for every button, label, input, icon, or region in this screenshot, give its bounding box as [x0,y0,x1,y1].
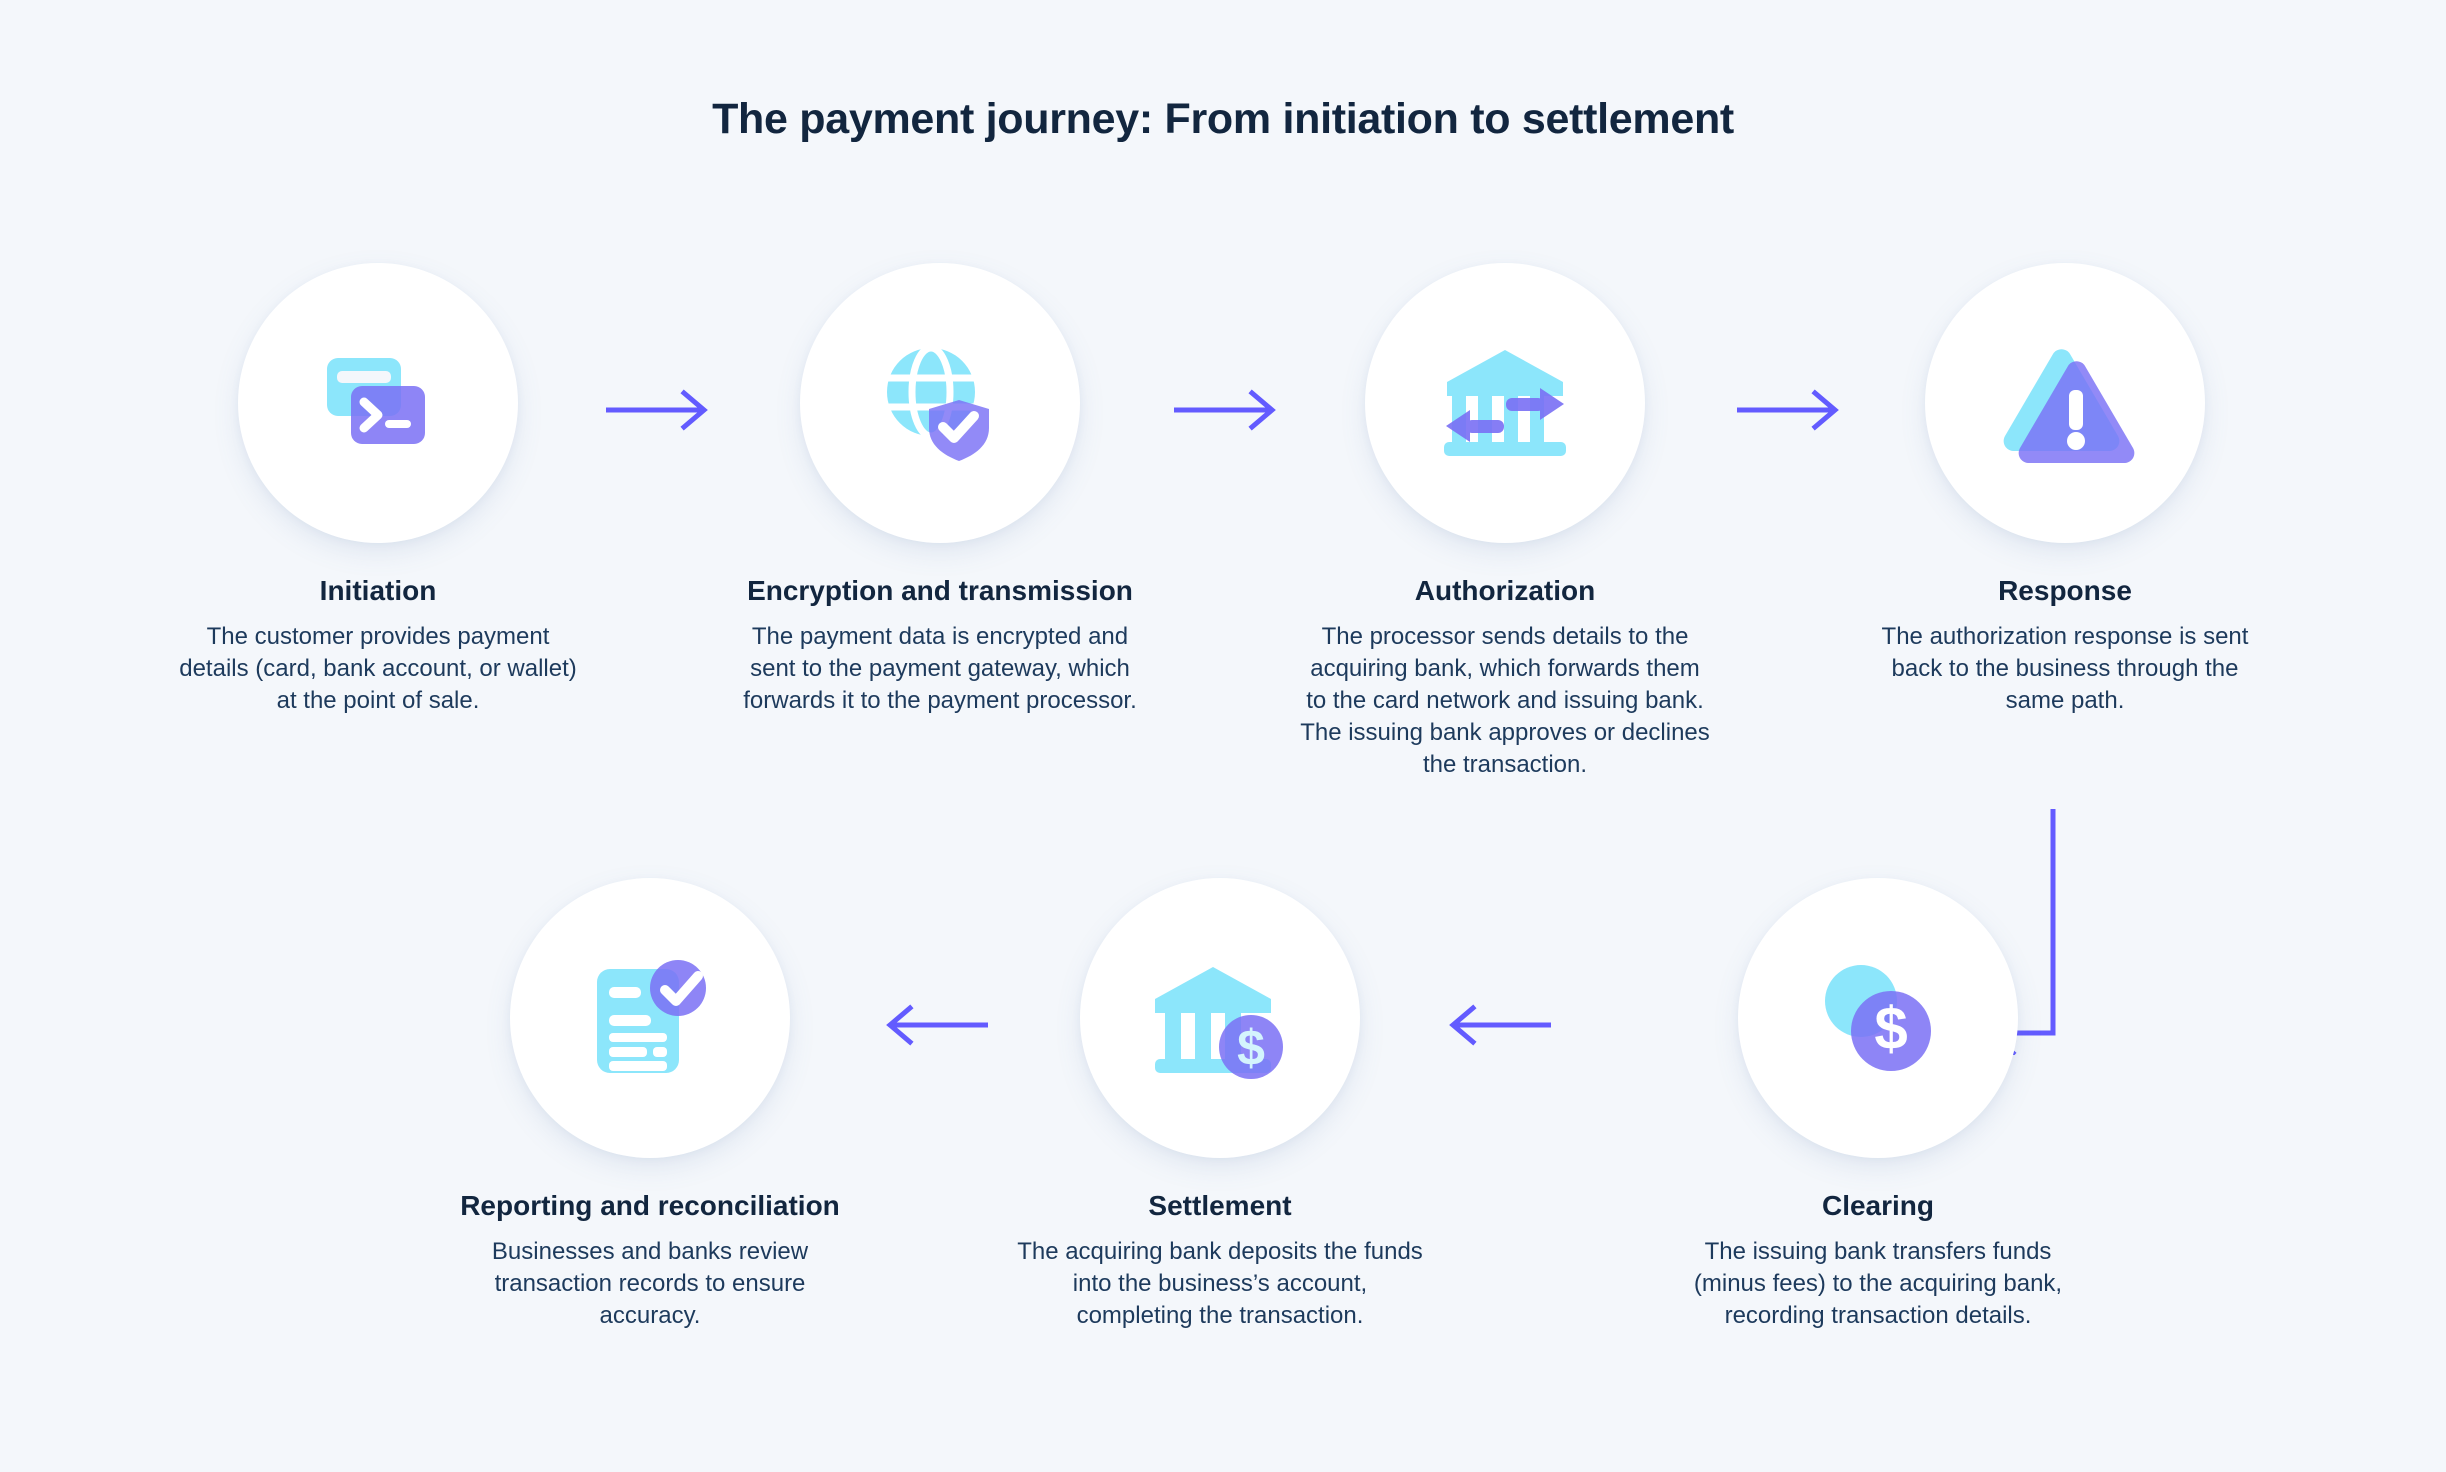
arrow-left-icon [886,1004,988,1046]
step-card-authorization: Authorization The processor sends detail… [1285,263,1725,781]
step-card-clearing: $ Clearing The issuing bank transfers fu… [1658,878,2098,1332]
arrow-authorization-to-response [1735,385,1845,435]
arrow-clearing-to-settlement [1443,1000,1553,1050]
warning-triangle-icon [2003,349,2135,463]
step-label: Authorization [1414,575,1596,606]
step-label: Initiation [319,575,437,606]
step-label: Reporting and reconciliation [460,1190,840,1221]
document-check-icon [597,960,706,1073]
step-icon-circle: $ [1080,878,1360,1158]
step-description: The acquiring bank deposits the funds in… [1017,1238,1423,1329]
step-description: Businesses and banks review transaction … [491,1238,809,1329]
bank-exchange-arrows-icon [1444,350,1566,456]
arrow-left-icon [1449,1004,1551,1046]
globe-shield-check-icon [887,344,989,461]
bank-dollar-icon: $ [1155,967,1283,1079]
step-description: The payment data is encrypted and sent t… [743,623,1137,714]
page-title: The payment journey: From initiation to … [712,95,1734,143]
payment-card-terminal-icon [327,358,425,444]
step-icon-circle [800,263,1080,543]
step-icon-circle [1365,263,1645,543]
step-icon-circle [510,878,790,1158]
step-icon-circle [1925,263,2205,543]
dollar-coins-icon: $ [1825,965,1931,1071]
arrow-encryption-to-authorization [1172,385,1282,435]
step-card-reporting: Reporting and reconciliation Businesses … [430,878,870,1332]
arrow-settlement-to-reporting [880,1000,990,1050]
arrow-right-icon [1737,389,1839,431]
arrow-right-icon [606,389,708,431]
step-description: The issuing bank transfers funds (minus … [1693,1238,2063,1329]
step-label: Encryption and transmission [747,575,1133,606]
arrow-initiation-to-encryption [604,385,714,435]
step-label: Settlement [1148,1190,1292,1221]
svg-text:$: $ [1874,995,1907,1062]
step-card-response: Response The authorization response is s… [1845,263,2285,717]
step-icon-circle [238,263,518,543]
step-description: The authorization response is sent back … [1881,623,2249,714]
step-icon-circle: $ [1738,878,2018,1158]
step-label: Clearing [1821,1190,1935,1221]
step-card-initiation: Initiation The customer provides payment… [158,263,598,717]
step-description: The customer provides payment details (c… [179,623,577,714]
step-label: Response [1998,575,2132,606]
svg-text:$: $ [1237,1020,1265,1076]
step-card-settlement: $ Settlement The acquiring bank deposits… [1000,878,1440,1332]
arrow-right-icon [1174,389,1276,431]
step-description: The processor sends details to the acqui… [1300,623,1710,778]
step-card-encryption: Encryption and transmission The payment … [720,263,1160,717]
